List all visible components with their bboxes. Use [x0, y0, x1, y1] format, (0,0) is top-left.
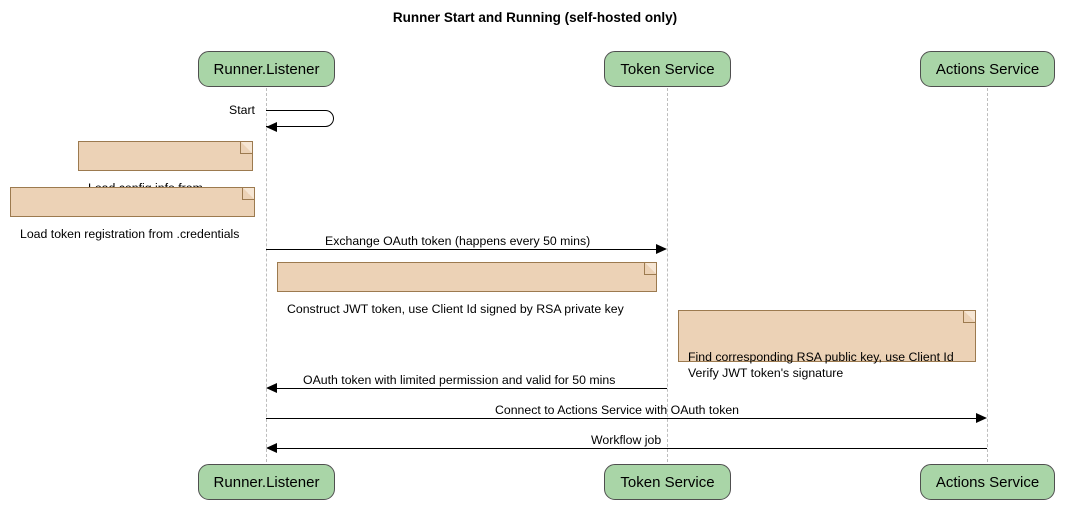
message-line-exchange-oauth-token [266, 249, 656, 250]
participant-actions-service-top[interactable]: Actions Service [920, 51, 1055, 87]
message-label-start: Start [229, 103, 255, 117]
note-fold-icon [644, 263, 656, 275]
arrow-head-start [266, 121, 277, 132]
participant-label: Token Service [620, 60, 715, 78]
lifeline-runner-listener [266, 88, 267, 462]
participant-token-service-top[interactable]: Token Service [604, 51, 731, 87]
note-fold-icon [242, 188, 254, 200]
arrow-head-oauth-token-response [266, 382, 277, 393]
lifeline-actions-service [987, 88, 988, 462]
participant-label: Token Service [620, 473, 715, 491]
note-text: Construct JWT token, use Client Id signe… [287, 302, 624, 316]
note-fold-icon [240, 142, 252, 154]
note-verify-jwt-signature: Find corresponding RSA public key, use C… [678, 310, 976, 380]
note-load-config: Load config info from .runner [78, 141, 253, 211]
participant-actions-service-bottom[interactable]: Actions Service [920, 464, 1055, 500]
page-title: Runner Start and Running (self-hosted on… [392, 10, 678, 25]
message-label-exchange-oauth-token: Exchange OAuth token (happens every 50 m… [325, 234, 591, 248]
note-construct-jwt-token: Construct JWT token, use Client Id signe… [277, 262, 657, 316]
participant-runner-listener-top[interactable]: Runner.Listener [198, 51, 335, 87]
participant-runner-listener-bottom[interactable]: Runner.Listener [198, 464, 335, 500]
message-label-connect-actions-service: Connect to Actions Service with OAuth to… [495, 403, 740, 417]
message-label-oauth-token-response: OAuth token with limited permission and … [303, 373, 616, 387]
arrow-head-exchange-oauth-token [656, 243, 667, 254]
participant-token-service-bottom[interactable]: Token Service [604, 464, 731, 500]
message-line-connect-actions-service [266, 418, 976, 419]
message-line-workflow-job [277, 448, 987, 449]
lifeline-token-service [667, 88, 668, 462]
participant-label: Actions Service [935, 60, 1040, 78]
note-fold-icon [963, 311, 975, 323]
participant-label: Actions Service [935, 473, 1040, 491]
note-load-token-registration: Load token registration from .credential… [10, 187, 255, 241]
note-text: Load token registration from .credential… [20, 227, 240, 241]
note-text: Find corresponding RSA public key, use C… [688, 350, 954, 380]
arrow-head-workflow-job [266, 442, 277, 453]
message-line-oauth-token-response [277, 388, 667, 389]
participant-label: Runner.Listener [213, 473, 320, 491]
arrow-head-connect-actions-service [976, 412, 987, 423]
participant-label: Runner.Listener [213, 60, 320, 78]
message-label-workflow-job: Workflow job [591, 433, 662, 447]
self-loop-start [266, 110, 334, 127]
